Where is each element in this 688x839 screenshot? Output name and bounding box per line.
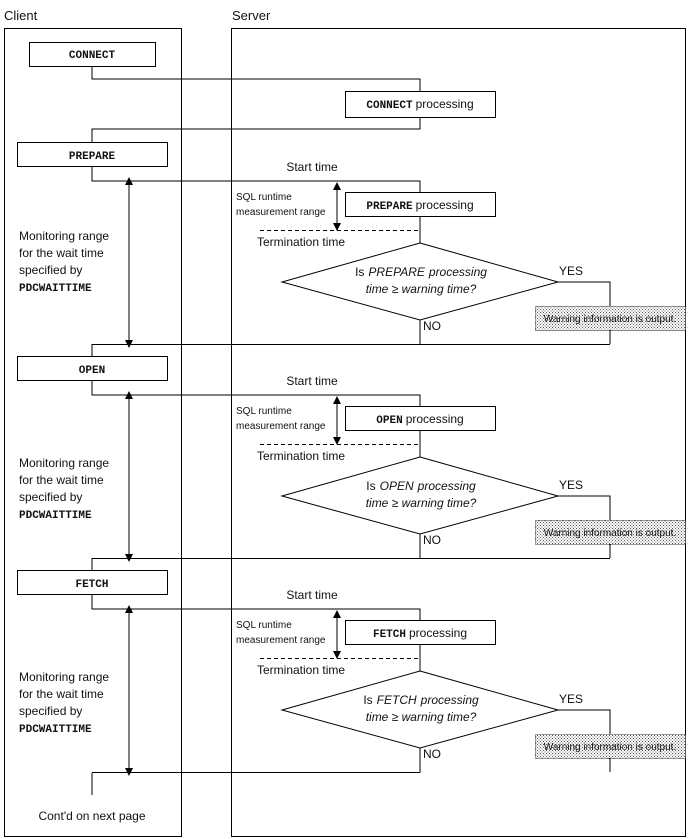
yes-branch-line xyxy=(558,281,611,306)
connect-return-line xyxy=(91,117,421,142)
no-label: NO xyxy=(423,747,441,761)
server-lane-title: Server xyxy=(232,8,271,23)
warning-text: Warning information is output. xyxy=(544,742,676,753)
client-command-box xyxy=(17,570,168,595)
monitoring-param: PDCWAITTIME xyxy=(19,283,92,295)
decision-prefix: Is xyxy=(363,693,372,707)
return-to-client-line xyxy=(91,344,610,357)
connect-label: CONNECT xyxy=(69,50,116,62)
connect-flow-line xyxy=(91,66,421,91)
monitoring-text-3: specified by xyxy=(19,704,82,718)
monitoring-text-1: Monitoring range xyxy=(19,229,109,243)
monitoring-text-2: for the wait time xyxy=(19,687,104,701)
monitoring-text-2: for the wait time xyxy=(19,473,104,487)
return-to-client-line xyxy=(91,558,610,571)
continued-note: Cont'd on next page xyxy=(38,809,145,823)
client-lane-title: Client xyxy=(4,8,38,23)
decision-command: FETCH xyxy=(377,693,417,707)
start-time-label: Start time xyxy=(286,374,338,388)
processing-word: processing xyxy=(409,626,467,640)
no-label: NO xyxy=(423,319,441,333)
monitoring-text-1: Monitoring range xyxy=(19,670,109,684)
client-lane xyxy=(4,28,182,837)
sql-runtime-label-2: measurement range xyxy=(236,421,326,432)
processing-command: OPEN xyxy=(376,415,402,427)
monitoring-param: PDCWAITTIME xyxy=(19,510,92,522)
client-command-box xyxy=(17,356,168,381)
decision-suffix: processing xyxy=(420,693,479,707)
processing-command: FETCH xyxy=(373,629,406,641)
request-line xyxy=(91,594,421,620)
client-command-label: OPEN xyxy=(79,365,105,377)
processing-command: PREPARE xyxy=(366,201,413,213)
warning-text: Warning information is output. xyxy=(544,528,676,539)
termination-time-label: Termination time xyxy=(257,663,345,677)
no-label: NO xyxy=(423,533,441,547)
request-line xyxy=(91,166,421,192)
yes-label: YES xyxy=(559,692,583,706)
warning-text: Warning information is output. xyxy=(544,314,676,325)
request-line xyxy=(91,380,421,406)
start-time-label: Start time xyxy=(286,160,338,174)
decision-prefix: Is xyxy=(366,479,375,493)
decision-text-line2: time ≥ warning time? xyxy=(366,282,477,296)
monitoring-text-2: for the wait time xyxy=(19,246,104,260)
client-command-label: FETCH xyxy=(75,579,108,591)
processing-word: processing xyxy=(416,198,474,212)
server-lane xyxy=(231,28,686,837)
connect-processing-word: processing xyxy=(416,97,474,111)
decision-command: OPEN xyxy=(380,479,414,493)
decision-command: PREPARE xyxy=(368,265,425,279)
client-command-box xyxy=(17,142,168,167)
decision-text-line2: time ≥ warning time? xyxy=(366,710,477,724)
sql-runtime-label-1: SQL runtime xyxy=(236,620,292,631)
yes-label: YES xyxy=(559,264,583,278)
warning-box xyxy=(535,520,686,545)
processing-box xyxy=(345,192,496,217)
yes-branch-line xyxy=(558,495,611,520)
client-command-label: PREPARE xyxy=(69,151,116,163)
monitoring-param: PDCWAITTIME xyxy=(19,724,92,736)
connect-box xyxy=(29,42,156,67)
processing-box xyxy=(345,406,496,431)
termination-time-label: Termination time xyxy=(257,235,345,249)
processing-text: OPEN processing xyxy=(376,412,463,427)
monitoring-text-3: specified by xyxy=(19,263,82,277)
termination-time-label: Termination time xyxy=(257,449,345,463)
sql-runtime-label-1: SQL runtime xyxy=(236,192,292,203)
decision-suffix: processing xyxy=(417,479,476,493)
processing-word: processing xyxy=(406,412,464,426)
processing-box xyxy=(345,620,496,645)
monitoring-text-1: Monitoring range xyxy=(19,456,109,470)
yes-label: YES xyxy=(559,478,583,492)
monitoring-text-3: specified by xyxy=(19,490,82,504)
yes-branch-line xyxy=(558,709,611,734)
decision-prefix: Is xyxy=(355,265,364,279)
decision-suffix: processing xyxy=(428,265,487,279)
sql-runtime-label-1: SQL runtime xyxy=(236,406,292,417)
start-time-label: Start time xyxy=(286,588,338,602)
sql-runtime-label-2: measurement range xyxy=(236,635,326,646)
sql-runtime-label-2: measurement range xyxy=(236,207,326,218)
decision-text-line2: time ≥ warning time? xyxy=(366,496,477,510)
connect-processing-cmd: CONNECT xyxy=(366,100,413,112)
